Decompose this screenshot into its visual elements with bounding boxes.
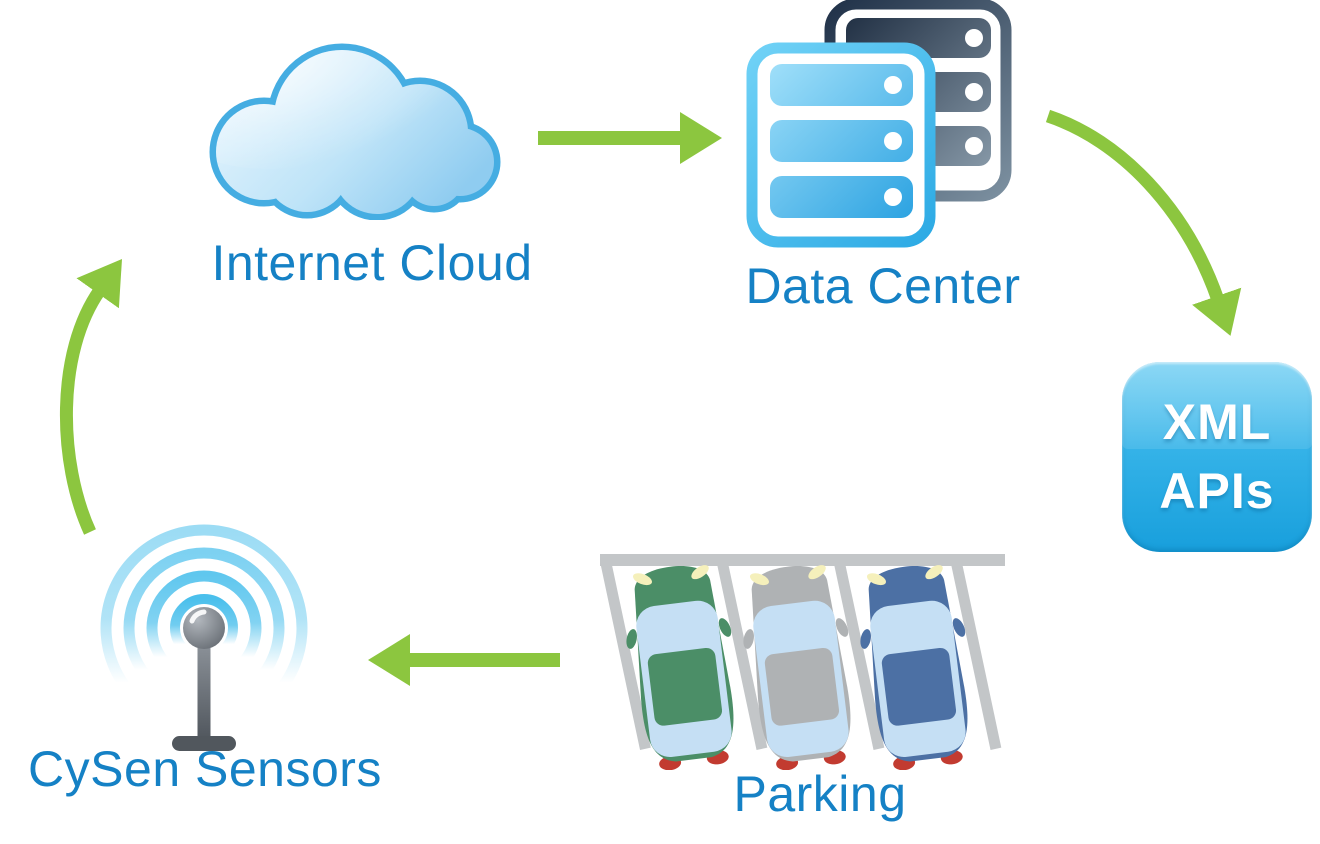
wireless-sensor-icon [100, 524, 308, 751]
xml-apis-line1: XML [1162, 394, 1272, 450]
front-server [746, 42, 936, 248]
sensor-antenna [172, 607, 236, 751]
server-stack-icon [746, 0, 1012, 248]
xml-apis-line2: APIs [1159, 463, 1275, 519]
internet-cloud-label: Internet Cloud [211, 235, 533, 291]
parking-lines [600, 554, 1005, 750]
data-center-label: Data Center [745, 258, 1021, 314]
xml-apis-badge: XML APIs [1122, 362, 1312, 552]
parking-label: Parking [733, 766, 907, 822]
parked-cars-icon: /* per-car palettes via use + CSS variab… [600, 554, 1005, 770]
arrow-sensors-to-cloud [59, 258, 122, 535]
cloud-icon [209, 43, 501, 220]
arrow-datacenter-to-xml-apis [1045, 109, 1242, 336]
cysen-sensors-label: CySen Sensors [28, 741, 382, 797]
